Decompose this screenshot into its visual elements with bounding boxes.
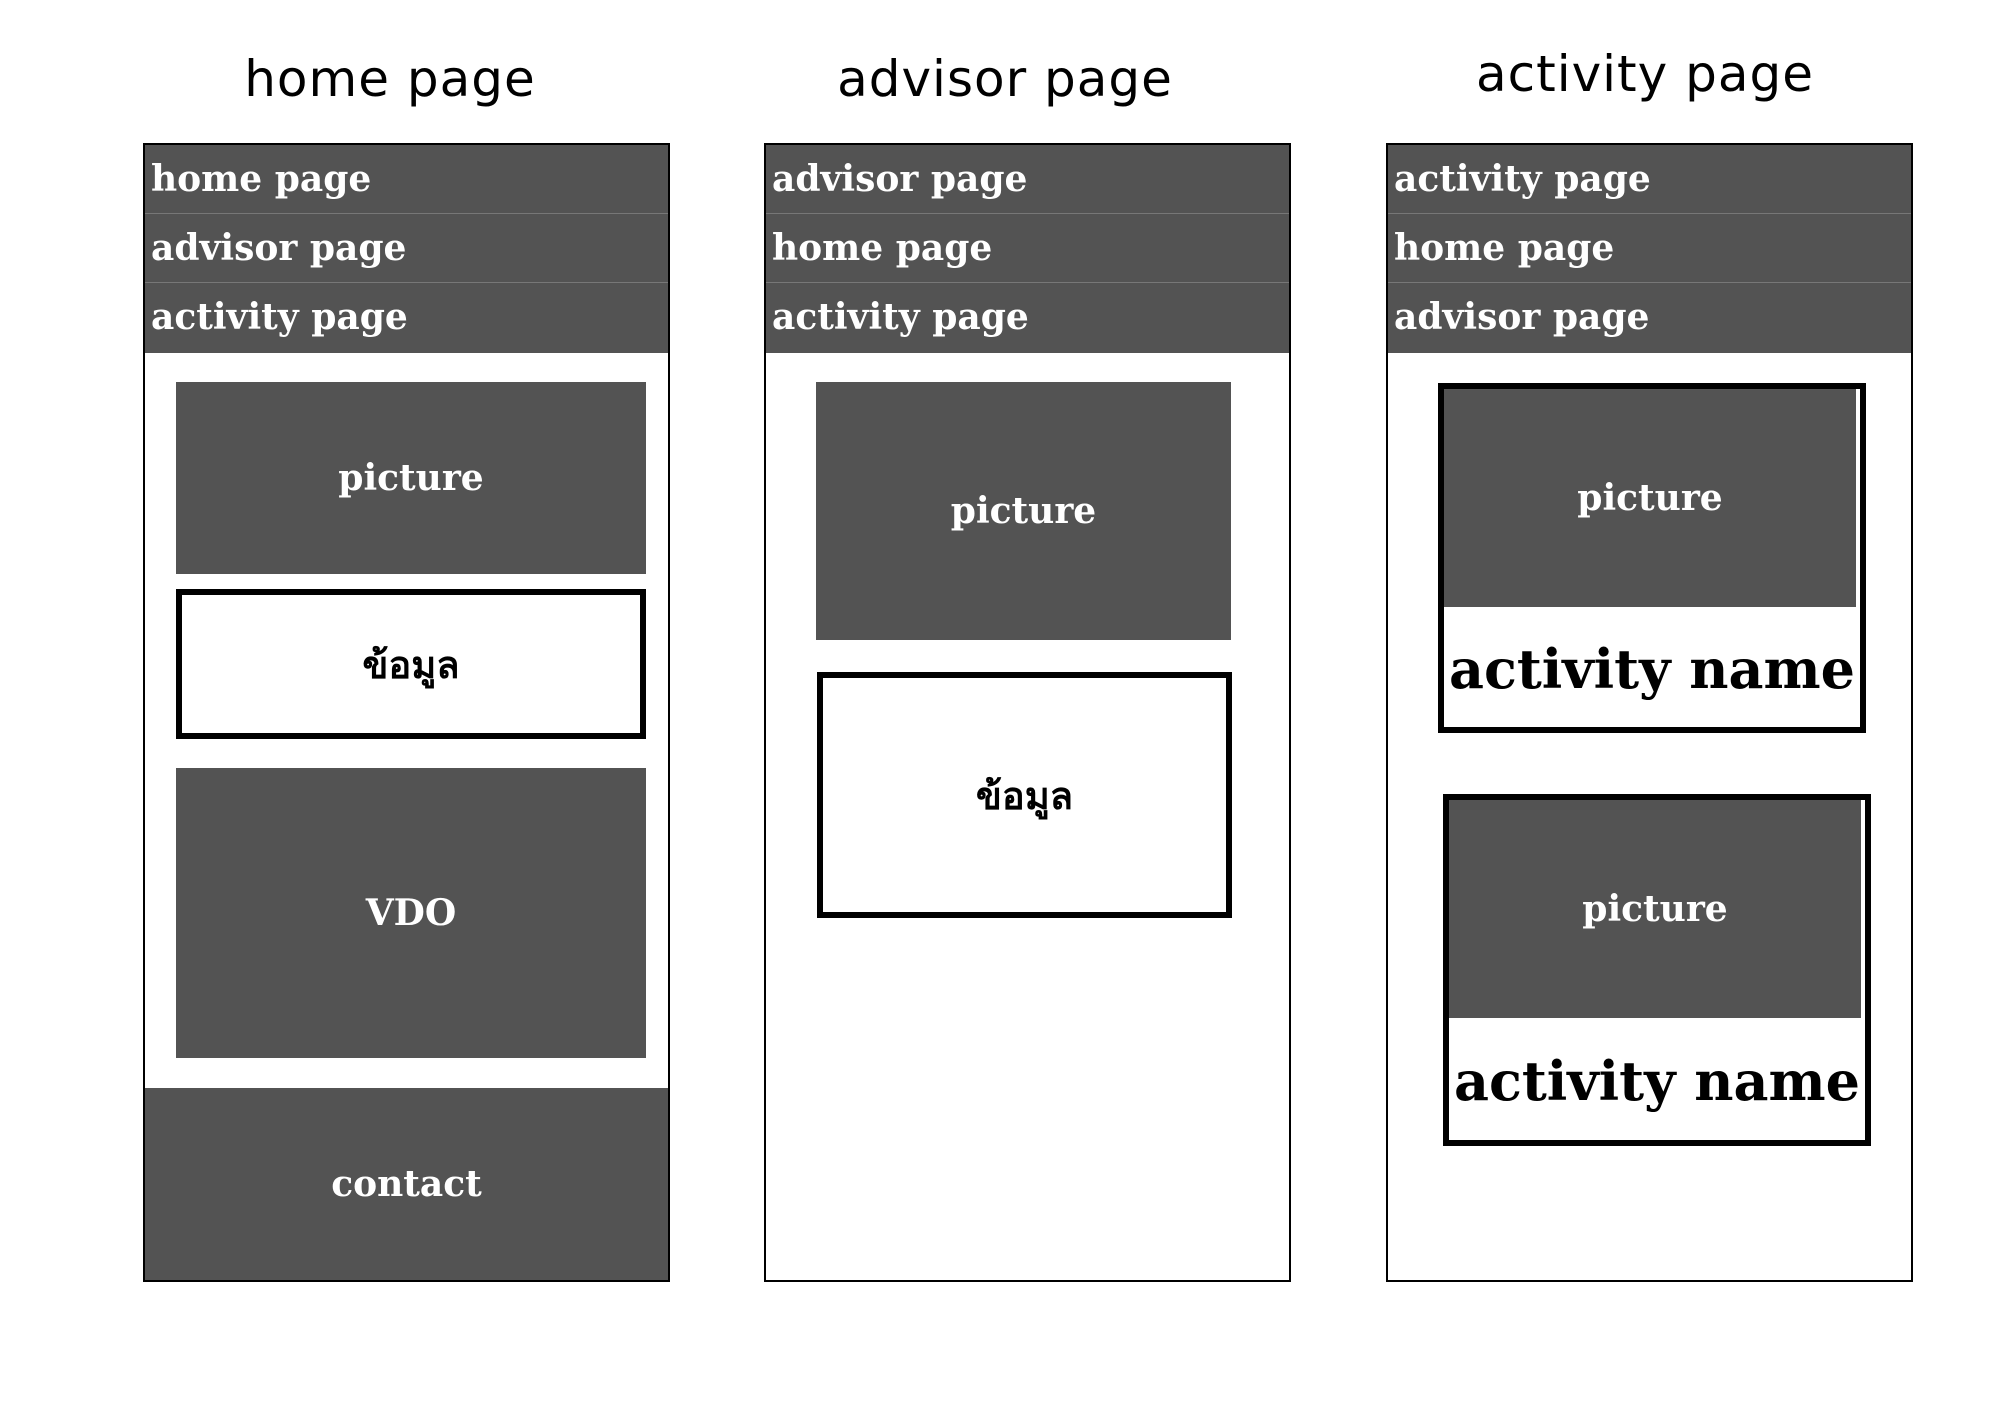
home-picture-placeholder: picture (176, 382, 646, 574)
nav-item-activity-page[interactable]: activity page (766, 283, 1289, 353)
home-info-label: ข้อมูล (362, 641, 460, 687)
activity-card[interactable]: picture activity name (1443, 794, 1871, 1146)
home-picture-label: picture (338, 457, 484, 499)
activity-card-picture: picture (1444, 389, 1856, 607)
activity-card-name: activity name (1453, 1049, 1861, 1113)
advisor-page-heading: advisor page (837, 50, 1173, 108)
home-contact-label: contact (331, 1163, 482, 1205)
activity-card-picture: picture (1449, 800, 1861, 1018)
advisor-picture-placeholder: picture (816, 382, 1231, 640)
activity-card-name: activity name (1448, 637, 1856, 701)
nav-item-advisor-page[interactable]: advisor page (145, 214, 668, 283)
advisor-info-label: ข้อมูล (975, 772, 1074, 818)
nav-item-home-page[interactable]: home page (145, 145, 668, 214)
advisor-picture-label: picture (950, 490, 1097, 532)
nav-item-advisor-page[interactable]: advisor page (1388, 283, 1911, 353)
activity-page-heading: activity page (1475, 45, 1815, 103)
activity-card-picture-label: picture (1577, 477, 1723, 519)
nav-item-activity-page[interactable]: activity page (1388, 145, 1911, 214)
home-video-placeholder: VDO (176, 768, 646, 1058)
nav-item-home-page[interactable]: home page (766, 214, 1289, 283)
home-page-heading: home page (244, 50, 536, 108)
home-contact-footer: contact (145, 1088, 668, 1280)
nav-item-advisor-page[interactable]: advisor page (766, 145, 1289, 214)
nav-item-activity-page[interactable]: activity page (145, 283, 668, 353)
activity-card[interactable]: picture activity name (1438, 383, 1866, 733)
activity-page-wireframe: activity page home page advisor page pic… (1386, 143, 1913, 1282)
home-page-wireframe: home page advisor page activity page pic… (143, 143, 670, 1282)
activity-card-picture-label: picture (1582, 888, 1728, 930)
advisor-info-box: ข้อมูล (817, 672, 1232, 918)
home-video-label: VDO (365, 892, 457, 934)
nav-item-home-page[interactable]: home page (1388, 214, 1911, 283)
home-info-box: ข้อมูล (176, 589, 646, 739)
advisor-page-wireframe: advisor page home page activity page pic… (764, 143, 1291, 1282)
